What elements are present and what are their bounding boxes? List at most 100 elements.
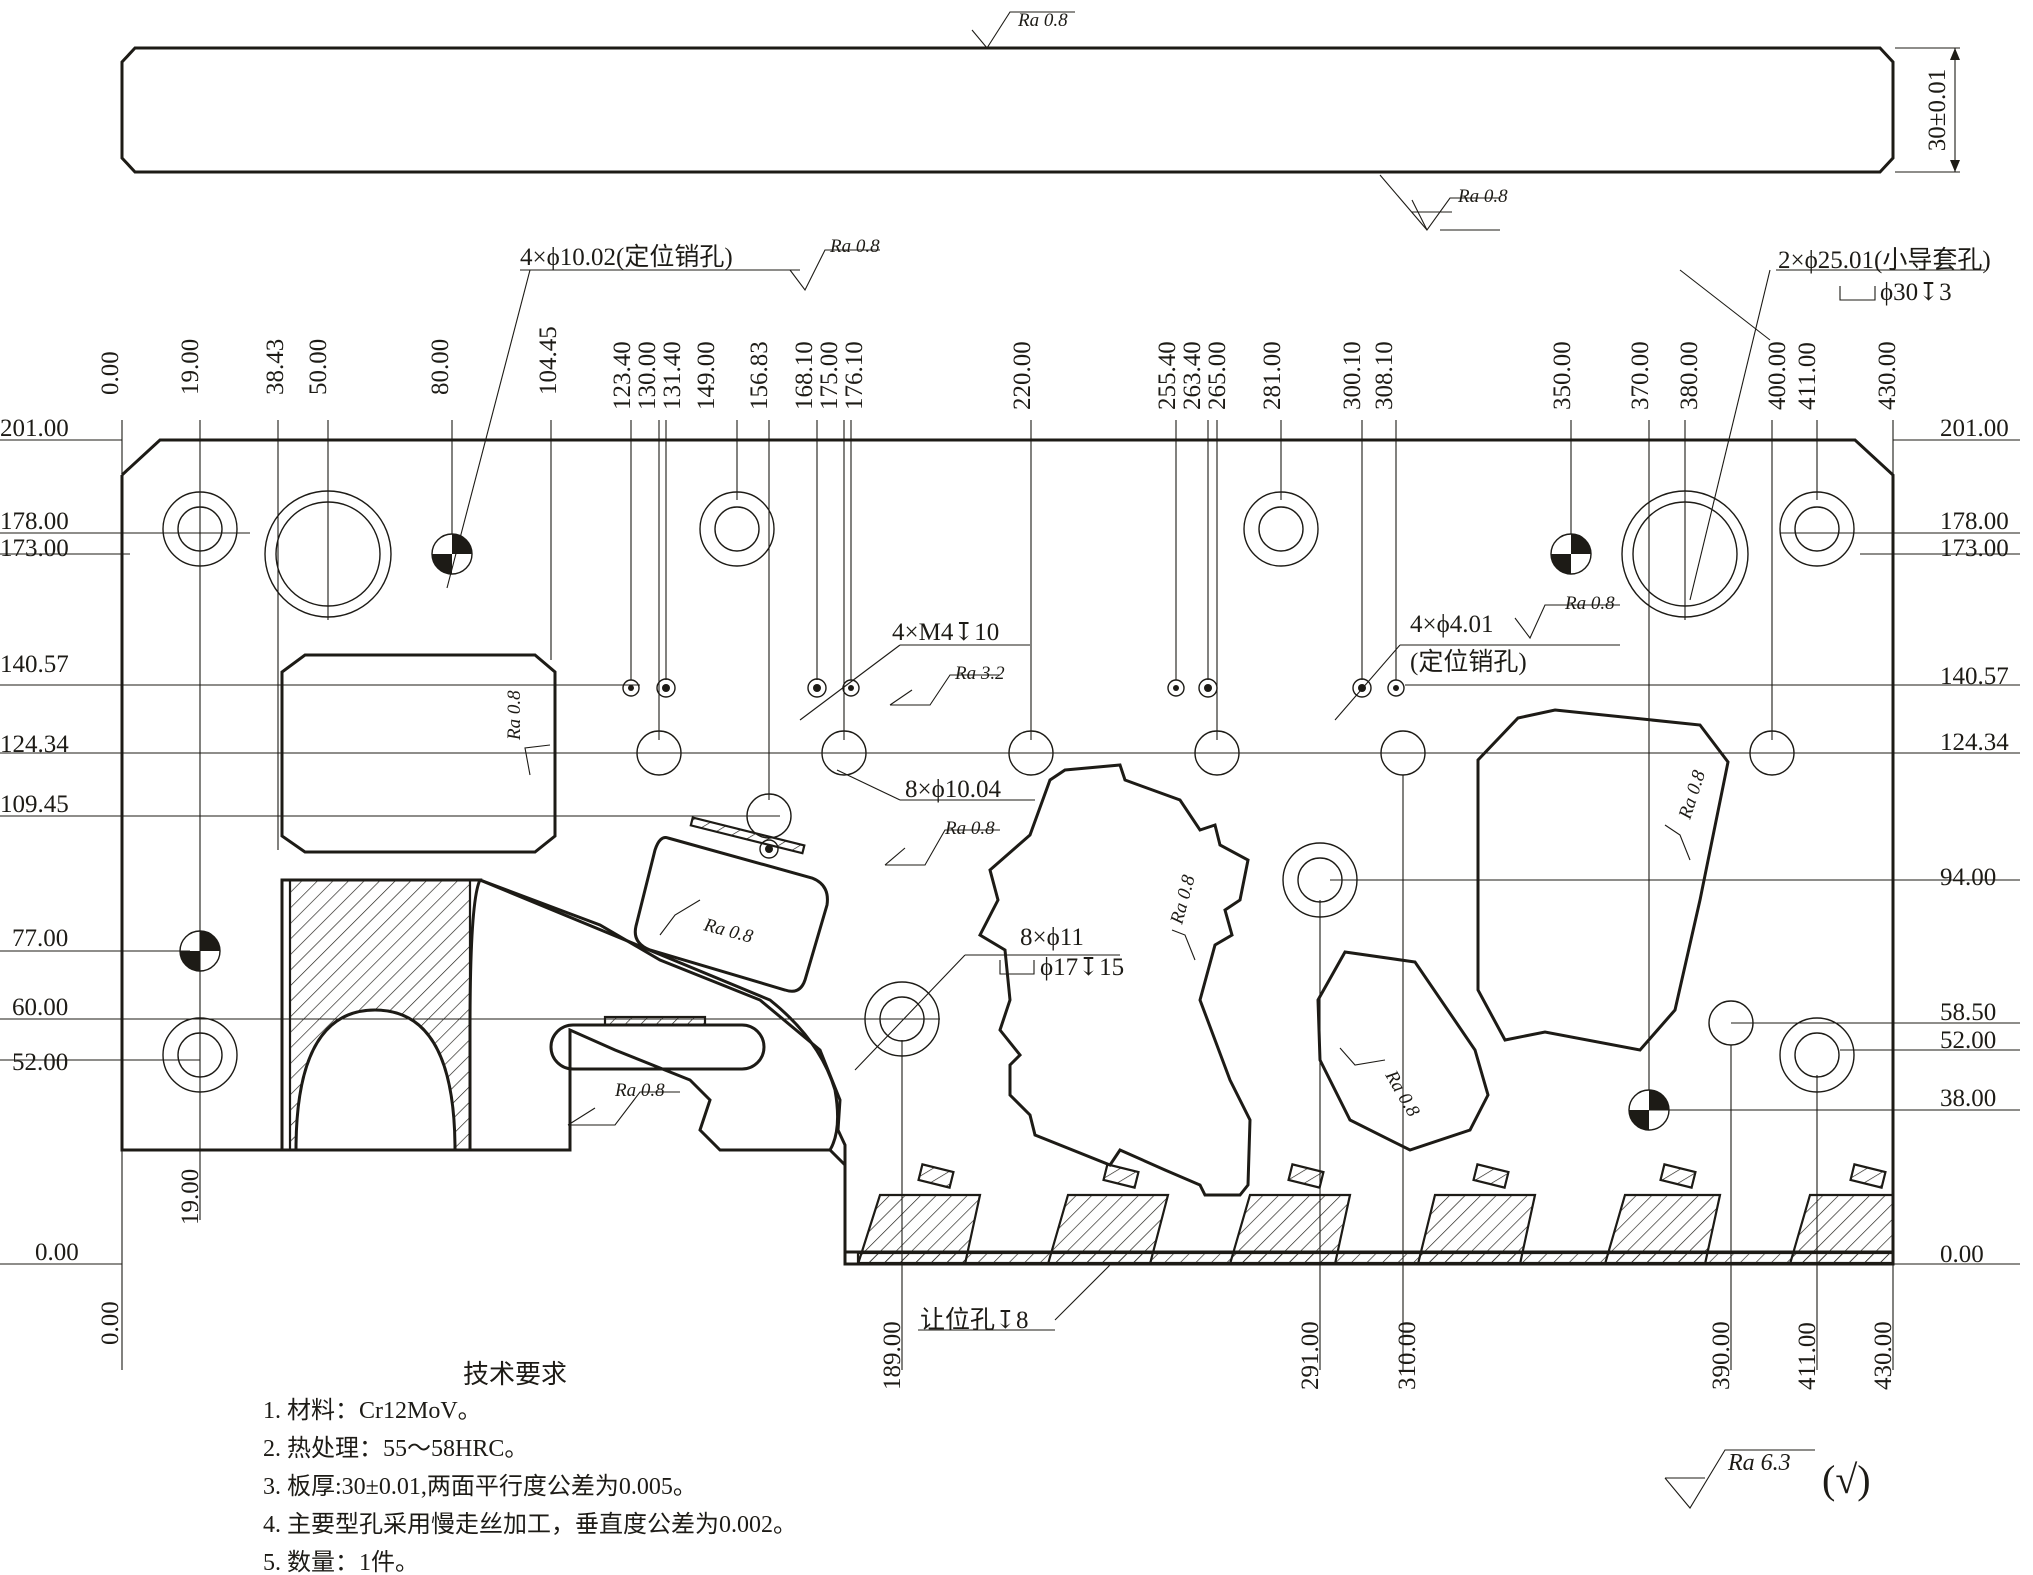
svg-text:300.10: 300.10 [1339, 341, 1366, 410]
svg-text:130.00: 130.00 [634, 341, 661, 410]
roughness-symbol: Ra 0.8 [1664, 767, 1710, 861]
svg-text:让位孔↧8: 让位孔↧8 [920, 1306, 1028, 1334]
svg-text:265.00: 265.00 [1204, 341, 1231, 410]
roughness-symbol: Ra 0.8 [659, 899, 756, 948]
svg-text:Ra 0.8: Ra 0.8 [1457, 186, 1508, 207]
svg-text:178.00: 178.00 [0, 508, 69, 535]
pocket-rect [280, 653, 557, 854]
roughness-symbol: Ra 0.8 [971, 10, 1075, 49]
note-item: 4. 主要型孔采用慢走丝加工，垂直度公差为0.002。 [263, 1511, 797, 1538]
svg-text:430.00: 430.00 [1874, 341, 1901, 410]
x-dimension-labels-bottom: 19.00 0.00 189.00 291.00 310.00 390.00 4… [97, 1169, 1897, 1390]
pocket-mid-right [1316, 950, 1490, 1152]
svg-text:Ra 0.8: Ra 0.8 [829, 236, 880, 257]
side-view: 30±0.01 Ra 0.8 Ra 0.8 [120, 10, 1960, 232]
cavity-center [978, 763, 1252, 1197]
svg-text:140.57: 140.57 [0, 651, 69, 678]
svg-text:149.00: 149.00 [693, 341, 720, 410]
roughness-symbol: Ra 0.8 [1379, 174, 1508, 232]
svg-text:156.83: 156.83 [746, 341, 773, 410]
svg-text:281.00: 281.00 [1259, 341, 1286, 410]
svg-text:50.00: 50.00 [305, 339, 332, 395]
roughness-symbol: Ra 0.8 [1166, 872, 1200, 961]
notes-title: 技术要求 [463, 1360, 567, 1389]
roughness-symbol: Ra 0.8 [504, 690, 551, 776]
svg-text:8×ϕ10.04: 8×ϕ10.04 [905, 776, 1002, 803]
roughness-symbol: Ra 0.8 [884, 818, 1000, 866]
side-view-outline [120, 46, 1895, 174]
svg-text:Ra 0.8: Ra 0.8 [614, 1080, 665, 1101]
svg-text:Ra 0.8: Ra 0.8 [944, 818, 995, 839]
svg-text:Ra 0.8: Ra 0.8 [1380, 1066, 1424, 1121]
thickness-dim: 30±0.01 [1924, 69, 1951, 151]
svg-text:Ra 0.8: Ra 0.8 [1564, 593, 1615, 614]
svg-text:0.00: 0.00 [1940, 1241, 1984, 1268]
svg-text:80.00: 80.00 [427, 339, 454, 395]
cbore-hole [1243, 491, 1319, 567]
pocket-block [633, 836, 829, 993]
svg-text:19.00: 19.00 [177, 1169, 204, 1225]
svg-text:0.00: 0.00 [35, 1239, 79, 1266]
svg-text:52.00: 52.00 [12, 1049, 68, 1076]
svg-text:60.00: 60.00 [12, 994, 68, 1021]
roughness-symbol: Ra 0.8 [1339, 1047, 1424, 1121]
holes [162, 490, 1855, 1131]
svg-text:308.10: 308.10 [1371, 341, 1398, 410]
svg-text:124.34: 124.34 [1940, 729, 2009, 756]
svg-text:Ra 0.8: Ra 0.8 [504, 690, 525, 741]
svg-text:189.00: 189.00 [879, 1321, 906, 1390]
svg-text:310.00: 310.00 [1394, 1321, 1421, 1390]
svg-text:Ra 3.2: Ra 3.2 [954, 663, 1005, 684]
svg-text:Ra 0.8: Ra 0.8 [701, 914, 756, 948]
svg-text:52.00: 52.00 [1940, 1027, 1996, 1054]
roughness-symbol: Ra 0.8 [567, 1080, 680, 1126]
svg-text:2×ϕ25.01(小导套孔): 2×ϕ25.01(小导套孔) [1778, 246, 1991, 274]
svg-text:131.40: 131.40 [659, 341, 686, 410]
svg-text:168.10: 168.10 [791, 341, 818, 410]
svg-text:201.00: 201.00 [1940, 415, 2009, 442]
svg-text:0.00: 0.00 [97, 351, 124, 395]
svg-text:178.00: 178.00 [1940, 508, 2009, 535]
svg-text:176.10: 176.10 [841, 341, 868, 410]
svg-text:291.00: 291.00 [1297, 1321, 1324, 1390]
svg-text:430.00: 430.00 [1870, 1321, 1897, 1390]
cbore-hole [699, 491, 775, 567]
y-dimension-labels-left: 201.00 178.00 173.00 140.57 124.34 109.4… [0, 415, 79, 1266]
svg-text:380.00: 380.00 [1676, 341, 1703, 410]
svg-text:Ra 6.3: Ra 6.3 [1727, 1450, 1791, 1476]
svg-text:255.40: 255.40 [1154, 341, 1181, 410]
note-item: 1. 材料：Cr12MoV。 [263, 1397, 482, 1424]
svg-text:ϕ30↧3: ϕ30↧3 [1880, 279, 1952, 306]
svg-text:370.00: 370.00 [1627, 341, 1654, 410]
svg-text:123.40: 123.40 [609, 341, 636, 410]
bottom-inserts [856, 1163, 1895, 1266]
svg-text:(√): (√) [1822, 1457, 1871, 1502]
svg-text:124.34: 124.34 [0, 731, 69, 758]
svg-text:8×ϕ11: 8×ϕ11 [1020, 924, 1084, 951]
slot [549, 1023, 766, 1071]
svg-text:220.00: 220.00 [1009, 341, 1036, 410]
svg-text:140.57: 140.57 [1940, 663, 2009, 690]
svg-text:390.00: 390.00 [1708, 1321, 1735, 1390]
svg-text:411.00: 411.00 [1794, 1322, 1821, 1390]
svg-text:400.00: 400.00 [1764, 341, 1791, 410]
svg-text:104.45: 104.45 [535, 326, 562, 395]
svg-text:411.00: 411.00 [1794, 342, 1821, 410]
svg-text:94.00: 94.00 [1940, 864, 1996, 891]
svg-text:4×ϕ10.02(定位销孔): 4×ϕ10.02(定位销孔) [520, 243, 733, 271]
svg-text:175.00: 175.00 [816, 341, 843, 410]
svg-text:0.00: 0.00 [97, 1301, 124, 1345]
y-dimension-labels-right: 201.00 178.00 173.00 140.57 124.34 94.00… [1940, 415, 2009, 1268]
svg-text:77.00: 77.00 [12, 925, 68, 952]
svg-text:19.00: 19.00 [177, 339, 204, 395]
callouts: 4×ϕ10.02(定位销孔) 2×ϕ25.01(小导套孔) ϕ30↧3 4×M4… [520, 243, 1991, 1334]
svg-text:201.00: 201.00 [0, 415, 69, 442]
note-item: 2. 热处理：55～58HRC。 [263, 1435, 528, 1462]
plan-view: Ra 0.8 Ra 0.8 Ra 3.2 Ra 0.8 Ra 0.8 Ra 0.… [0, 236, 2020, 1370]
svg-text:350.00: 350.00 [1549, 341, 1576, 410]
extension-lines [0, 420, 2020, 1370]
x-dimension-labels: 0.00 19.00 38.43 50.00 80.00 104.45 123.… [97, 326, 1901, 410]
note-item: 5. 数量：1件。 [263, 1549, 419, 1575]
hatched-section-left [288, 878, 472, 1152]
